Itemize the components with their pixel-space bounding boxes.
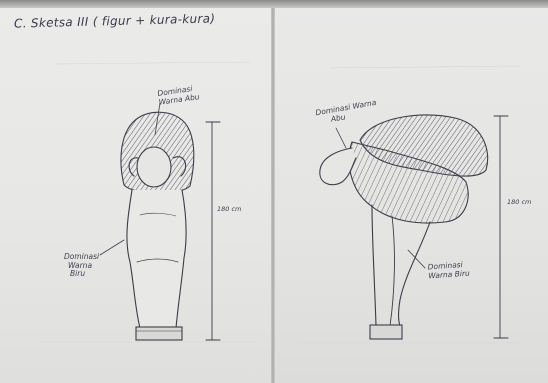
side-leg-front xyxy=(372,205,376,326)
front-height-label: 180 cm xyxy=(217,205,241,213)
side-head xyxy=(320,148,356,185)
front-pedestal xyxy=(136,327,182,340)
side-pedestal xyxy=(370,325,402,339)
front-view-figure xyxy=(100,103,220,340)
front-annotation-body-line-3: Biru xyxy=(64,270,99,279)
side-leg-back xyxy=(399,222,431,326)
side-height-label: 180 cm xyxy=(507,198,531,206)
side-leader-top xyxy=(336,128,346,148)
front-head xyxy=(137,147,171,187)
side-leader-body xyxy=(408,250,425,268)
front-annotation-body: Dominasi Warna Biru xyxy=(64,253,99,279)
side-view-figure xyxy=(320,115,508,339)
front-leader-body xyxy=(100,240,124,255)
side-annotation-body: Dominasi Warna Biru xyxy=(427,261,470,281)
